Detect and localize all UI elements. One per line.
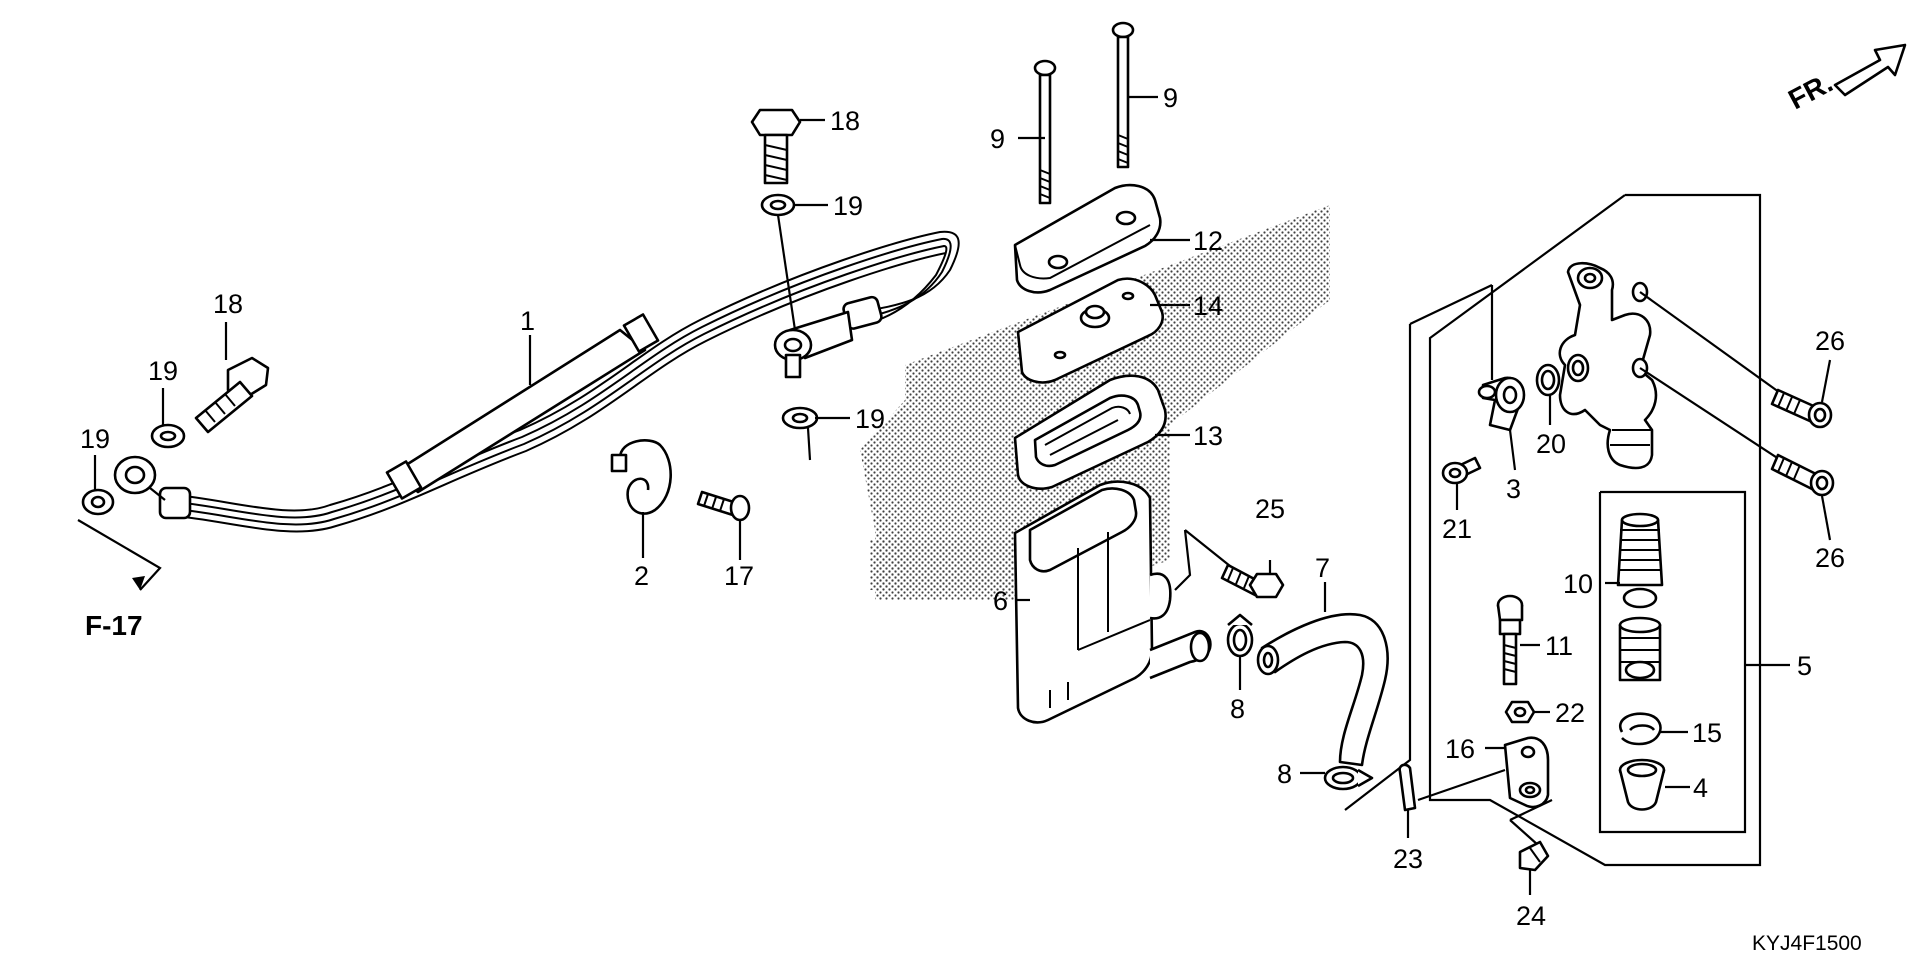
clamp-screw xyxy=(696,490,751,560)
callout-diaphragm: 13 xyxy=(1193,421,1223,451)
reservoir-bolt xyxy=(1174,529,1285,599)
lock-nut xyxy=(1504,700,1536,724)
callout-screw-left: 9 xyxy=(990,124,1005,154)
master-cylinder-body xyxy=(1558,261,1658,470)
callout-reservoir-bolt: 25 xyxy=(1255,494,1285,524)
diaphragm xyxy=(1013,374,1167,490)
lower-banjo-bolt xyxy=(81,356,270,516)
callout-washer-upper-b: 19 xyxy=(855,404,885,434)
mounting-bolts xyxy=(1639,291,1835,497)
callout-plate: 14 xyxy=(1193,291,1223,321)
circlip xyxy=(1619,712,1662,746)
front-marker-label: FR. xyxy=(1783,67,1837,116)
push-rod xyxy=(1496,594,1524,686)
valve-screw xyxy=(1441,456,1482,510)
o-ring xyxy=(1535,363,1561,425)
reference-label: F-17 xyxy=(85,610,143,641)
callouts: 1 2 3 4 5 6 7 8 8 9 9 10 11 12 13 14 15 … xyxy=(80,83,1845,931)
piston-set xyxy=(1616,512,1664,682)
callout-bolt-upper: 18 xyxy=(830,106,860,136)
reservoir-plate xyxy=(1016,277,1164,384)
callout-washer-lower-b: 19 xyxy=(80,424,110,454)
assembly-frame xyxy=(1344,193,1762,867)
reservoir-hose xyxy=(1256,582,1389,767)
push-rod-joint xyxy=(1417,736,1553,846)
callout-assembly: 5 xyxy=(1797,651,1812,681)
reservoir-body xyxy=(1013,480,1212,724)
callout-clip-upper: 8 xyxy=(1230,694,1245,724)
upper-banjo-bolt xyxy=(750,108,819,461)
callout-push-rod: 11 xyxy=(1545,631,1573,661)
callout-reservoir: 6 xyxy=(993,586,1008,616)
callout-washer-upper-a: 19 xyxy=(833,191,863,221)
callout-valve-screw: 21 xyxy=(1442,514,1472,544)
callout-mount-bolt-lower: 26 xyxy=(1815,543,1845,573)
callout-joint: 16 xyxy=(1445,734,1475,764)
callout-reservoir-hose: 7 xyxy=(1315,553,1330,583)
brake-hose xyxy=(113,230,960,533)
callout-joint-pin: 24 xyxy=(1516,901,1546,931)
cotter-pin xyxy=(1398,763,1417,838)
hose-clamp xyxy=(610,439,672,558)
callout-washer-lower-a: 19 xyxy=(148,356,178,386)
callout-piston: 10 xyxy=(1563,569,1593,599)
callout-boot: 4 xyxy=(1693,773,1708,803)
reservoir-cap xyxy=(1013,183,1162,294)
reference-pointer: F-17 xyxy=(77,519,162,641)
callout-circlip: 15 xyxy=(1692,718,1722,748)
cap-screws xyxy=(1033,21,1135,205)
hose-clip-lower xyxy=(1323,765,1374,791)
callout-valve: 3 xyxy=(1506,474,1521,504)
callout-lock-nut: 22 xyxy=(1555,698,1585,728)
joint-pin xyxy=(1518,840,1550,895)
hose-clip-upper xyxy=(1226,613,1254,690)
callout-cotter-pin: 23 xyxy=(1393,844,1423,874)
callout-o-ring: 20 xyxy=(1536,429,1566,459)
leader-lines xyxy=(93,95,1832,789)
callout-clamp-screw: 17 xyxy=(724,561,754,591)
callout-cap: 12 xyxy=(1193,226,1223,256)
callout-hose: 1 xyxy=(520,306,535,336)
callout-bolt-lower: 18 xyxy=(213,289,243,319)
callout-screw-right: 9 xyxy=(1163,83,1178,113)
callout-clip-lower: 8 xyxy=(1277,759,1292,789)
callout-mount-bolt-upper: 26 xyxy=(1815,326,1845,356)
master-cylinder-valve xyxy=(1477,285,1526,471)
front-direction-marker: FR. xyxy=(1783,43,1907,116)
boot xyxy=(1618,758,1666,811)
front-arrow-icon xyxy=(1833,43,1907,97)
callout-clamp: 2 xyxy=(634,561,649,591)
drawing-code: KYJ4F1500 xyxy=(1752,932,1862,955)
